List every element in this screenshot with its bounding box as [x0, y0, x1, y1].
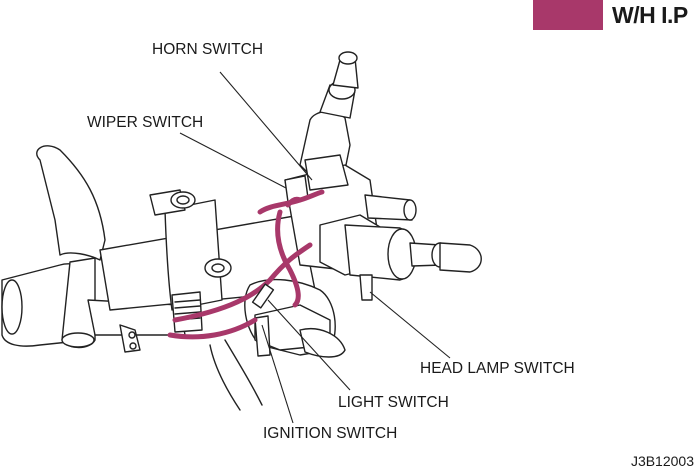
section-color-badge [533, 0, 603, 30]
section-title: W/H I.P [612, 2, 688, 28]
wiring-harness [167, 189, 325, 340]
wiper-switch-label: WIPER SWITCH [87, 114, 204, 131]
ignition-switch-label: IGNITION SWITCH [263, 425, 398, 442]
horn-switch-label: HORN SWITCH [152, 41, 264, 58]
ignition-body [209, 278, 346, 411]
column-tube [99, 189, 316, 333]
wiper-switch-leader [179, 132, 287, 189]
light-switch-leader [267, 299, 351, 391]
light-switch-label: LIGHT SWITCH [338, 394, 449, 411]
headlamp-stalk [344, 224, 482, 301]
ignition-switch-leader [261, 324, 294, 424]
hose-assembly [1, 145, 186, 353]
horn-switch-leader [219, 71, 313, 181]
figure-code: J3B12003 [630, 453, 694, 469]
head-lamp-switch-label: HEAD LAMP SWITCH [420, 360, 575, 377]
head-lamp-switch-leader [369, 291, 451, 359]
